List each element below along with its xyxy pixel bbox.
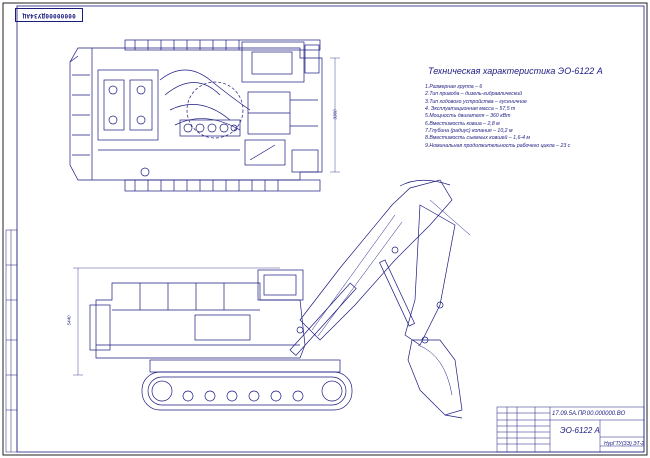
stick [404,204,456,346]
spec-item: 2.Тип привода – дизель-гидравлический [425,91,523,98]
counterweight-ribs [72,74,90,156]
plan-width-dimension: 3360 [332,109,338,120]
spec-item: 4. Эксплуатационная масса – 57,5 т [425,106,516,113]
boom [299,179,453,341]
slew-ring [186,81,244,139]
pump-row [179,119,241,137]
spec-list: 1.Размерная группа – 6 2.Тип привода – д… [425,84,570,150]
upper-structure [95,282,306,359]
side-height-dimension: 5440 [66,315,72,326]
title-block-name: ЭО-6122 А [560,426,600,435]
drawing-number-stamp: 00000000ДУЗ4АЦ [15,8,83,22]
track-rollers [151,380,343,402]
plan-cab [241,41,305,83]
plan-track-top [124,39,321,51]
spec-item: 5.Мощность двигателя – 360 кВт [425,113,511,120]
inner-frame [16,5,645,453]
bucket [407,339,463,416]
spec-item: 1.Размерная группа – 6 [425,84,483,90]
side-view [73,179,471,419]
spec-item: 9.Номинальная продолжительность рабочего… [425,142,571,149]
plan-body-outline [69,47,323,181]
plan-view [69,39,340,192]
spec-item: 7.Глубина (радиус) копания – 10,2 м [425,128,513,135]
boom-cylinder [289,282,357,356]
spec-title: Техническая характеристика ЭО-6122 А [428,66,603,76]
spec-item: 8.Вместимость съемных ковшей – 1,6-4 м [425,135,530,142]
title-block-sheet: НурГТУ(ЗЭ) ЭТ-2 [604,441,645,447]
spec-item: 3.Тип ходового устройства – гусеничное [425,98,527,105]
stick-cylinder [379,259,416,327]
plan-track-bottom [124,179,321,192]
title-block [496,406,645,453]
engine-block [97,69,159,141]
side-cab [257,269,304,301]
title-block-code: 17.09.5А.ПР.00.000000.ВО [552,411,626,417]
counterweight [89,304,111,351]
hydraulic-lines [159,69,251,131]
spec-item: 6.Вместимость ковша – 2,8 м [425,120,500,127]
side-track [141,371,353,411]
left-margin-strip [5,229,18,453]
